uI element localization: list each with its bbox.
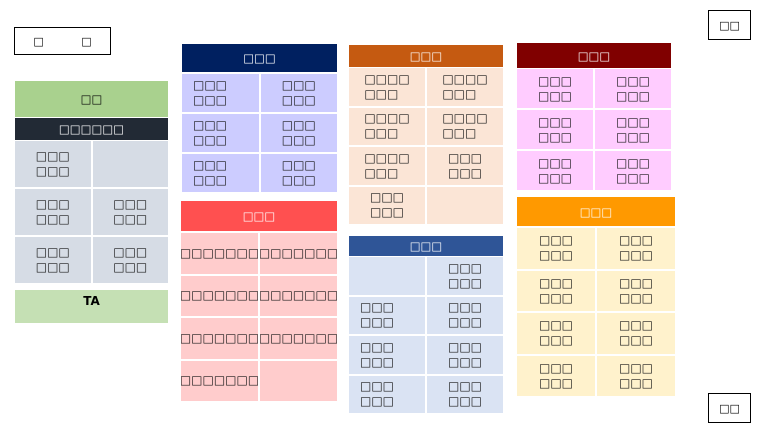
left-group-subheader: □□□□□□ [15,118,168,140]
top-right-label-box: □□ [708,10,751,40]
red-group-cell: □□□□□□□ [181,360,258,401]
left-group-cell: □□□ □□□ [92,189,168,235]
orange-group-cell: □□□□ □□□ [349,107,425,145]
navy-group-cell: □□□ □□□ [182,74,259,112]
navy-group-header: □□□ [182,44,337,72]
blue-group-cell: □□□ □□□ [349,336,425,374]
orange-group-cell: □□□□ □□□ [349,68,425,106]
maroon-group-cell: □□□ □□□ [595,110,671,149]
amber-group-cell: □□□ □□□ [597,355,675,396]
amber-group-cell: □□□ □□□ [517,355,595,396]
maroon-group-header: □□□ [517,43,671,68]
blue-group-cell [349,257,425,295]
red-group-cell: □□□□□□□ [181,275,258,316]
red-group-cell: □□□□□□□ [260,275,337,316]
amber-group-cell: □□□ □□□ [517,228,595,269]
amber-group-cell: □□□ □□□ [597,270,675,311]
blue-group-cell: □□□ □□□ [427,375,503,413]
orange-group-cell [427,186,503,224]
amber-group-table: □□□ □□□ □□□ □□□ □□□ □□□ □□□ □□□ □□□ □□□ … [517,228,675,396]
blue-group-table: □□□ □□□ □□□ □□□ □□□ □□□ □□□ □□□ □□□ □□□ … [349,257,503,413]
orange-group-cell: □□□□ □□□ [349,147,425,185]
blue-group-cell: □□□ □□□ [427,296,503,334]
navy-group-cell: □□□ □□□ [260,74,337,112]
red-group-header: □□□ [181,201,337,231]
bottom-right-label-box: □□ [708,393,751,423]
orange-group-cell: □□□ □□□ [349,186,425,224]
amber-group-cell: □□□ □□□ [597,313,675,354]
red-group-cell: □□□□□□□ [181,318,258,359]
navy-group-cell: □□□ □□□ [260,154,337,192]
red-group-cell: □□□□□□□ [260,318,337,359]
left-group-cell: □□□ □□□ [92,237,168,283]
left-group-table: □□□ □□□ □□□ □□□ □□□ □□□ □□□ □□□ □□□ □□□ [15,141,168,283]
maroon-group-cell: □□□ □□□ [595,151,671,190]
amber-group-cell: □□□ □□□ [517,270,595,311]
orange-group-cell: □□□□ □□□ [427,68,503,106]
maroon-group-table: □□□ □□□ □□□ □□□ □□□ □□□ □□□ □□□ □□□ □□□ … [517,69,671,190]
blue-group-cell: □□□ □□□ [427,336,503,374]
red-group-cell: □□□□□□□ [260,233,337,274]
navy-group-cell: □□□ □□□ [260,114,337,152]
maroon-group-cell: □□□ □□□ [595,69,671,108]
orange-group-cell: □□□ □□□ [427,147,503,185]
left-group-cell: □□□ □□□ [15,189,91,235]
red-group-cell [260,360,337,401]
left-group-cell: □□□ □□□ [15,141,91,187]
amber-group-cell: □□□ □□□ [517,313,595,354]
maroon-group-cell: □□□ □□□ [517,110,593,149]
maroon-group-cell: □□□ □□□ [517,69,593,108]
blue-group-header: □□□ [349,236,503,256]
ta-footer: TA [15,290,168,323]
orange-group-header: □□□ [349,45,503,67]
red-group-cell: □□□□□□□ [181,233,258,274]
orange-group-cell: □□□□ □□□ [427,107,503,145]
navy-group-cell: □□□ □□□ [182,154,259,192]
blue-group-cell: □□□ □□□ [427,257,503,295]
red-group-table: □□□□□□□ □□□□□□□ □□□□□□□ □□□□□□□ □□□□□□□ … [181,233,337,401]
left-group-cell [92,141,168,187]
orange-group-table: □□□□ □□□ □□□□ □□□ □□□□ □□□ □□□□ □□□ □□□□… [349,68,503,224]
blue-group-cell: □□□ □□□ [349,375,425,413]
left-group-header: □□ [15,81,168,117]
left-group-cell: □□□ □□□ [15,237,91,283]
top-left-label-box: □ □ [14,27,111,55]
navy-group-table: □□□ □□□ □□□ □□□ □□□ □□□ □□□ □□□ □□□ □□□ … [182,74,337,192]
amber-group-cell: □□□ □□□ [597,228,675,269]
blue-group-cell: □□□ □□□ [349,296,425,334]
navy-group-cell: □□□ □□□ [182,114,259,152]
amber-group-header: □□□ [517,197,675,226]
maroon-group-cell: □□□ □□□ [517,151,593,190]
